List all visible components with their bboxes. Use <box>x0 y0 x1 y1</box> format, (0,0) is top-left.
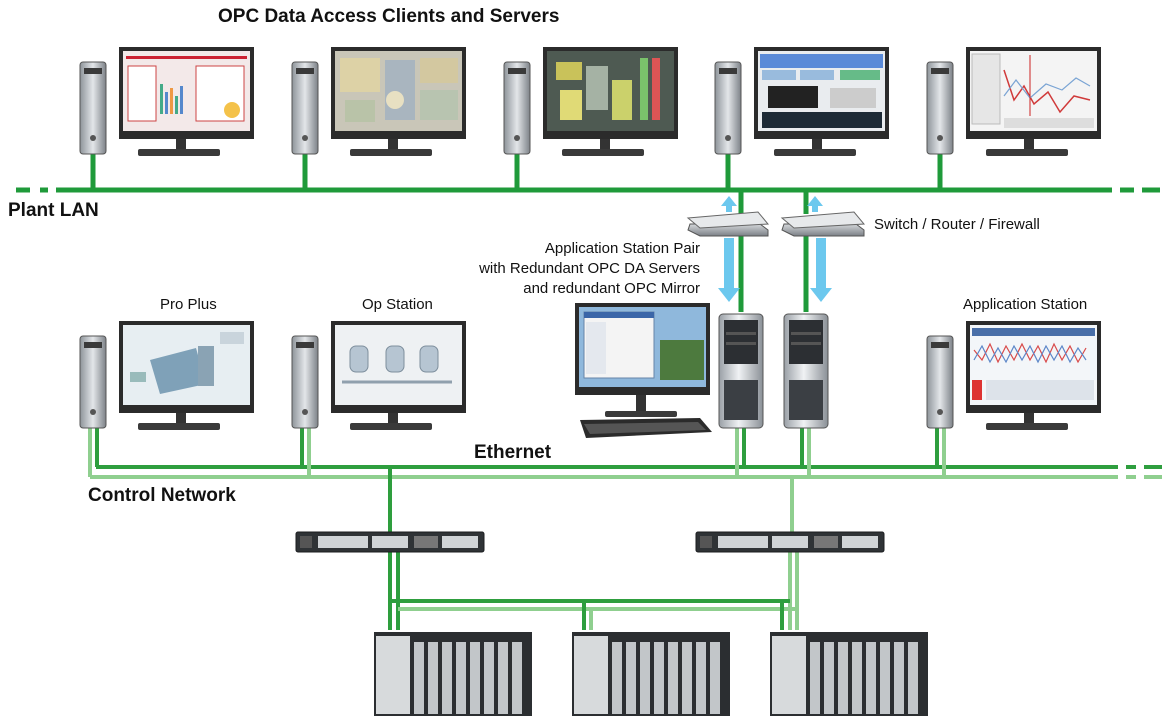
application-station-pair-label: Application Station Pair with Redundant … <box>440 239 700 299</box>
controller-rack-1 <box>374 632 532 716</box>
switch-server-links <box>738 236 809 312</box>
top-workstations <box>79 47 1101 156</box>
control-network-drops <box>88 428 946 477</box>
workstation-5 <box>926 47 1101 156</box>
workstation-4 <box>714 47 889 156</box>
control-network-lines <box>90 465 1162 479</box>
control-switches <box>295 531 885 553</box>
switch-left <box>686 211 770 237</box>
controller-switch-links <box>388 467 799 630</box>
app-pair-line-1: Application Station Pair <box>544 240 700 257</box>
network-switches-top <box>686 211 866 237</box>
control-switch-left <box>295 531 485 553</box>
op-station-workstation <box>291 321 466 430</box>
server-1 <box>718 313 764 429</box>
workstation-1 <box>79 47 254 156</box>
app-pair-line-3: and redundant OPC Mirror <box>523 280 700 297</box>
pro-plus-label: Pro Plus <box>160 296 217 313</box>
controller-rack-2 <box>572 632 730 716</box>
application-station-label: Application Station <box>963 296 1088 313</box>
control-workstations <box>79 321 1101 430</box>
data-flow-arrows <box>718 196 832 302</box>
control-network-label: Control Network <box>88 485 236 506</box>
op-station-label: Op Station <box>362 296 433 313</box>
workstation-3 <box>503 47 678 156</box>
controller-racks <box>374 632 928 716</box>
plant-lan-label: Plant LAN <box>8 200 99 221</box>
switch-right <box>780 211 866 237</box>
application-station-pair <box>575 303 829 438</box>
pro-plus-workstation <box>79 321 254 430</box>
diagram-title: OPC Data Access Clients and Servers <box>218 6 560 27</box>
plant-lan-drops <box>90 152 943 214</box>
control-switch-right <box>695 531 885 553</box>
application-station-workstation <box>926 321 1101 430</box>
ethernet-label: Ethernet <box>474 442 552 463</box>
switch-router-firewall-label: Switch / Router / Firewall <box>874 216 1040 233</box>
server-2 <box>783 313 829 429</box>
controller-rack-3 <box>770 632 928 716</box>
app-pair-line-2: with Redundant OPC DA Servers <box>479 260 700 277</box>
workstation-2 <box>291 47 466 156</box>
